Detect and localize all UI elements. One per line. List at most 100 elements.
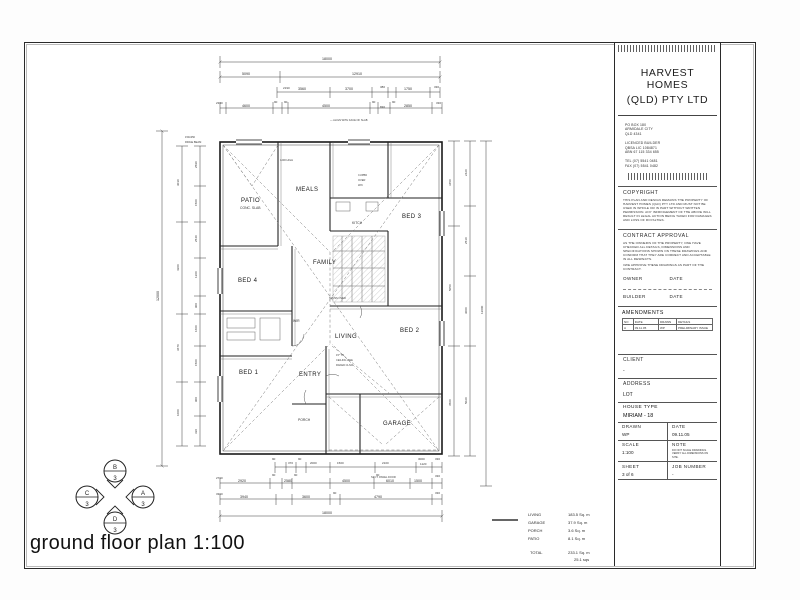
floor-plan-drawing: 18000 5090 12910 2190 3560 3700 380 1750… bbox=[30, 46, 610, 562]
svg-text:2100: 2100 bbox=[382, 461, 389, 465]
svg-text:4500: 4500 bbox=[342, 479, 350, 483]
svg-text:2850: 2850 bbox=[404, 104, 412, 108]
room-label-wir: WIR bbox=[293, 319, 300, 323]
contract-approval-body: AS THE OWNER/S OF THE PROPERTY, I/WE HAV… bbox=[623, 241, 711, 262]
svg-text:2920: 2920 bbox=[238, 479, 246, 483]
svg-text:4790: 4790 bbox=[374, 495, 382, 499]
drawn-value: WP bbox=[622, 432, 630, 438]
bottom-dimension-labels: 90 370 90 2000 1500 2100 3000 1120 330 2… bbox=[216, 457, 440, 515]
svg-text:3670: 3670 bbox=[176, 344, 180, 351]
svg-text:2340: 2340 bbox=[216, 101, 223, 105]
company-name-line1: HARVEST HOMES bbox=[640, 67, 695, 91]
door-swings bbox=[291, 305, 362, 405]
amendments-table: NO DATE DRAWN DETAILS A 09.11.05 WP PREL… bbox=[622, 318, 714, 332]
company-contact-block: PO BOX 180 ARMIDALE CITY QLD 4341 LICENC… bbox=[618, 116, 717, 188]
svg-text:90: 90 bbox=[272, 457, 276, 461]
fixtures bbox=[226, 201, 386, 341]
svg-text:830: 830 bbox=[380, 105, 385, 109]
address-line-3: QLD 4341 bbox=[625, 131, 642, 136]
svg-text:4500: 4500 bbox=[322, 104, 330, 108]
date-heading: DATE bbox=[672, 424, 686, 430]
table-row: A 09.11.05 WP PRELIMINARY ISSUE bbox=[622, 324, 714, 332]
svg-text:2420: 2420 bbox=[464, 169, 468, 176]
svg-text:900: 900 bbox=[194, 303, 198, 308]
builder-date-label: DATE bbox=[669, 293, 684, 299]
section-marker-north-sheet: 3 bbox=[113, 476, 117, 482]
annotation-truss: TRUSS OVER bbox=[329, 296, 346, 300]
title-block-hatch-top bbox=[618, 45, 717, 52]
title-block: HARVEST HOMES (QLD) PTY LTD PO BOX 180 A… bbox=[614, 43, 721, 566]
room-label-bed1: BED 1 bbox=[239, 370, 259, 376]
svg-text:330: 330 bbox=[194, 429, 198, 434]
house-type-section: HOUSE TYPE MIRIAM - 18 bbox=[618, 403, 717, 423]
garage-door-note: SECT. PANEL DOOR bbox=[371, 475, 396, 479]
room-label-garage: GARAGE bbox=[383, 421, 411, 427]
section-marker-west-sheet: 3 bbox=[85, 502, 89, 508]
svg-text:90: 90 bbox=[274, 100, 278, 104]
company-name-line2: (QLD) PTY LTD bbox=[626, 94, 709, 106]
svg-text:90: 90 bbox=[294, 473, 298, 477]
svg-text:2000: 2000 bbox=[310, 461, 317, 465]
area-label-2: PORCH bbox=[528, 528, 543, 533]
annotation-living-3: RAKED CLNG bbox=[336, 363, 353, 367]
svg-text:3500: 3500 bbox=[448, 399, 452, 406]
openings bbox=[217, 139, 445, 402]
svg-text:1600: 1600 bbox=[194, 325, 198, 332]
company-address: PO BOX 180 ARMIDALE CITY QLD 4341 bbox=[625, 123, 711, 136]
svg-text:5090: 5090 bbox=[242, 72, 250, 76]
licence-line-2: ABN 67 115 334 655 bbox=[625, 150, 659, 155]
copyright-section: COPYRIGHT THIS PLAN AND DESIGN REMAINS T… bbox=[618, 187, 717, 231]
annotation-kitchen-2: OVER bbox=[358, 178, 365, 182]
svg-text:12000: 12000 bbox=[156, 291, 160, 301]
svg-text:90: 90 bbox=[392, 100, 396, 104]
svg-text:90: 90 bbox=[284, 100, 288, 104]
drawn-date-row: DRAWN WP DATE 09.11.05 bbox=[618, 422, 717, 441]
room-sub-patio: CONC. SLAB bbox=[240, 206, 261, 210]
room-label-entry: ENTRY bbox=[299, 372, 321, 378]
svg-text:5050: 5050 bbox=[448, 284, 452, 291]
svg-text:3940: 3940 bbox=[240, 495, 248, 499]
right-dimension-chains bbox=[448, 140, 492, 487]
company-phone: TEL (07) 5541 0481 FAX (07) 5541 0482 bbox=[625, 159, 711, 168]
annotation-living-1: 15° TO bbox=[336, 353, 344, 357]
title-block-hatch-mid bbox=[628, 173, 708, 181]
company-name-block: HARVEST HOMES (QLD) PTY LTD bbox=[618, 56, 717, 116]
wall-poche bbox=[220, 142, 442, 451]
amendment-drawn: WP bbox=[657, 324, 677, 332]
licence-line-1: QBSA LIC 1084871 bbox=[625, 145, 657, 150]
address-value: LOT bbox=[623, 392, 633, 399]
svg-text:90: 90 bbox=[298, 457, 302, 461]
address-line-2: ARMIDALE CITY bbox=[625, 127, 653, 132]
svg-text:1500: 1500 bbox=[194, 199, 198, 206]
svg-text:1200: 1200 bbox=[194, 271, 198, 278]
svg-text:4600: 4600 bbox=[242, 104, 250, 108]
room-label-family: FAMILY bbox=[313, 260, 336, 266]
contract-approval-section: CONTRACT APPROVAL AS THE OWNER/S OF THE … bbox=[618, 230, 717, 308]
svg-text:150x350: 150x350 bbox=[185, 135, 196, 139]
area-label-0: LIVING bbox=[528, 512, 541, 517]
svg-text:2700: 2700 bbox=[216, 476, 223, 480]
svg-text:2190: 2190 bbox=[283, 86, 290, 90]
plan-annotations: TRUSS OVER 15° TO CEILING LINE RAKED CLN… bbox=[280, 158, 367, 367]
address-line-1: PO BOX 180 bbox=[625, 123, 647, 127]
svg-text:330: 330 bbox=[435, 474, 440, 478]
svg-text:2580: 2580 bbox=[284, 479, 292, 483]
contract-approval-note: I/WE APPROVE THESE DRAWINGS AS PART OF T… bbox=[623, 263, 705, 272]
section-marker-south-sheet: 3 bbox=[113, 528, 117, 534]
svg-text:3300: 3300 bbox=[216, 492, 223, 496]
builder-label: BUILDER bbox=[623, 293, 646, 299]
svg-text:3000: 3000 bbox=[464, 307, 468, 314]
note-heading: NOTE bbox=[672, 442, 687, 448]
svg-text:6010: 6010 bbox=[386, 479, 394, 483]
svg-text:1750: 1750 bbox=[404, 87, 412, 91]
svg-text:12910: 12910 bbox=[352, 72, 362, 76]
room-label-bed2: BED 2 bbox=[400, 328, 420, 334]
svg-text:330: 330 bbox=[434, 85, 439, 89]
copyright-heading: COPYRIGHT bbox=[623, 190, 659, 197]
svg-text:90: 90 bbox=[372, 100, 376, 104]
section-marker-north-letter: B bbox=[113, 465, 117, 471]
area-total-value: 233.1 Sq. m bbox=[568, 550, 590, 555]
client-heading: CLIENT bbox=[623, 357, 644, 364]
svg-text:2510: 2510 bbox=[464, 237, 468, 244]
